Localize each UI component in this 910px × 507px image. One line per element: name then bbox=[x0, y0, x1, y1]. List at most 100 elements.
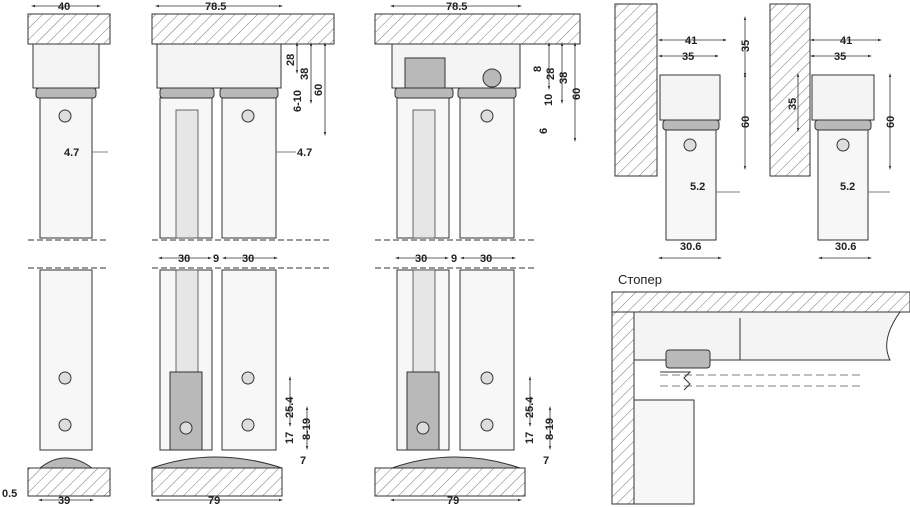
screw-icon bbox=[241, 371, 255, 385]
dim-label: 35 bbox=[740, 40, 752, 52]
screw-icon bbox=[58, 418, 72, 432]
dim-label: 60 bbox=[740, 116, 752, 128]
stopper-bracket bbox=[739, 318, 840, 361]
roller-carriage bbox=[159, 87, 215, 99]
dim-label: 5.2 bbox=[840, 181, 855, 193]
screw-icon bbox=[58, 109, 72, 123]
stopper-roller bbox=[665, 349, 711, 369]
roller-carriage bbox=[662, 119, 720, 131]
break-line bbox=[152, 239, 332, 269]
dim-label: 9 bbox=[451, 253, 457, 265]
dim-label: 6 bbox=[538, 128, 550, 134]
dim-label: 41 bbox=[840, 35, 852, 47]
dim-label: 28 bbox=[285, 54, 297, 66]
screw-icon bbox=[241, 418, 255, 432]
wall-rail-profile bbox=[811, 74, 875, 121]
dim-label: 4.7 bbox=[64, 147, 79, 159]
screw-icon bbox=[480, 371, 494, 385]
dim-label: 30.6 bbox=[835, 241, 856, 253]
dim-label: 6-10 bbox=[292, 90, 304, 112]
floor-hatch bbox=[151, 467, 283, 497]
roller-carriage bbox=[394, 87, 454, 99]
glass-pane bbox=[175, 109, 199, 239]
view-double-door-a: 78.5 28 38 60 6-10 4.7 30 9 30 25.4 8-19… bbox=[151, 1, 335, 507]
damper-block bbox=[404, 57, 446, 89]
dim-label: 79 bbox=[447, 495, 459, 507]
view-stopper-detail: Стопер bbox=[611, 272, 910, 505]
ceiling-hatch bbox=[611, 291, 910, 313]
dim-label: 78.5 bbox=[205, 1, 226, 13]
door-edge bbox=[633, 399, 695, 505]
wall-rail-profile bbox=[659, 74, 721, 121]
dim-label: 0.5 bbox=[2, 488, 17, 500]
floor-guide bbox=[38, 457, 94, 469]
screw-icon bbox=[58, 371, 72, 385]
roller-carriage bbox=[35, 87, 97, 99]
dim-label: 17 bbox=[284, 432, 296, 444]
floor-hatch bbox=[27, 467, 111, 497]
wall-hatch bbox=[614, 3, 658, 177]
ceiling-hatch bbox=[151, 13, 335, 45]
screw-icon bbox=[241, 109, 255, 123]
dim-label: 35 bbox=[682, 51, 694, 63]
dim-label: 35 bbox=[787, 98, 799, 110]
dim-label: 60 bbox=[313, 84, 325, 96]
dim-label: 30.6 bbox=[680, 241, 701, 253]
screw-icon bbox=[480, 418, 494, 432]
dim-label: 8-19 bbox=[301, 418, 313, 440]
dim-label: 78.5 bbox=[446, 1, 467, 13]
dim-label: 9 bbox=[213, 253, 219, 265]
rail-section bbox=[633, 311, 901, 361]
wall-hatch bbox=[769, 3, 811, 177]
dim-label: 30 bbox=[242, 253, 254, 265]
dim-label: 39 bbox=[58, 495, 70, 507]
view-single-door: 40 4.7 0.5 39 bbox=[2, 1, 111, 507]
dim-label: 4.7 bbox=[297, 147, 312, 159]
break-line bbox=[28, 239, 108, 269]
roller-carriage bbox=[814, 119, 872, 131]
spring-icon bbox=[660, 371, 692, 391]
dim-label: 7 bbox=[543, 455, 549, 467]
dim-label: 28 bbox=[545, 68, 557, 80]
dim-label: 35 bbox=[834, 51, 846, 63]
dim-label: 38 bbox=[558, 72, 570, 84]
screw-icon bbox=[836, 138, 850, 152]
roller-wheel bbox=[482, 68, 502, 88]
dim-label: 30 bbox=[178, 253, 190, 265]
dim-label: 41 bbox=[685, 35, 697, 47]
bottom-guide-block bbox=[406, 371, 440, 451]
dim-label: 8-19 bbox=[544, 418, 556, 440]
dim-label: 10 bbox=[543, 94, 555, 106]
floor-guide bbox=[151, 456, 283, 469]
top-rail-double bbox=[156, 43, 282, 89]
roller-carriage bbox=[219, 87, 279, 99]
ceiling-hatch bbox=[374, 13, 581, 45]
dim-label: 60 bbox=[885, 116, 897, 128]
dim-label: 60 bbox=[571, 88, 583, 100]
roller-carriage bbox=[457, 87, 517, 99]
door-panel-right bbox=[221, 97, 277, 239]
dim-label: 17 bbox=[524, 432, 536, 444]
dim-label: 30 bbox=[480, 253, 492, 265]
floor-guide bbox=[391, 456, 521, 469]
screw-icon bbox=[683, 138, 697, 152]
screw-icon bbox=[179, 421, 193, 435]
view-wall-mount-b: 41 35 35 60 5.2 30.6 bbox=[769, 3, 897, 260]
screw-icon bbox=[480, 109, 494, 123]
dim-label: 40 bbox=[58, 1, 70, 13]
ceiling-hatch bbox=[27, 13, 111, 45]
dim-label: 7 bbox=[300, 455, 306, 467]
top-rail bbox=[32, 43, 100, 89]
glass-pane bbox=[412, 269, 436, 381]
floor-hatch bbox=[374, 467, 526, 497]
glass-pane bbox=[412, 109, 436, 239]
bottom-guide-block bbox=[169, 371, 203, 451]
dim-label: 25.4 bbox=[284, 396, 296, 418]
dim-label: 79 bbox=[208, 495, 220, 507]
dim-label: 25.4 bbox=[524, 396, 536, 418]
stopper-title: Стопер bbox=[618, 272, 662, 287]
view-double-door-b: 78.5 8 28 38 60 10 6 30 9 30 25.4 8-19 1… bbox=[374, 1, 583, 507]
wall-hatch bbox=[611, 311, 635, 505]
dim-label: 38 bbox=[299, 68, 311, 80]
